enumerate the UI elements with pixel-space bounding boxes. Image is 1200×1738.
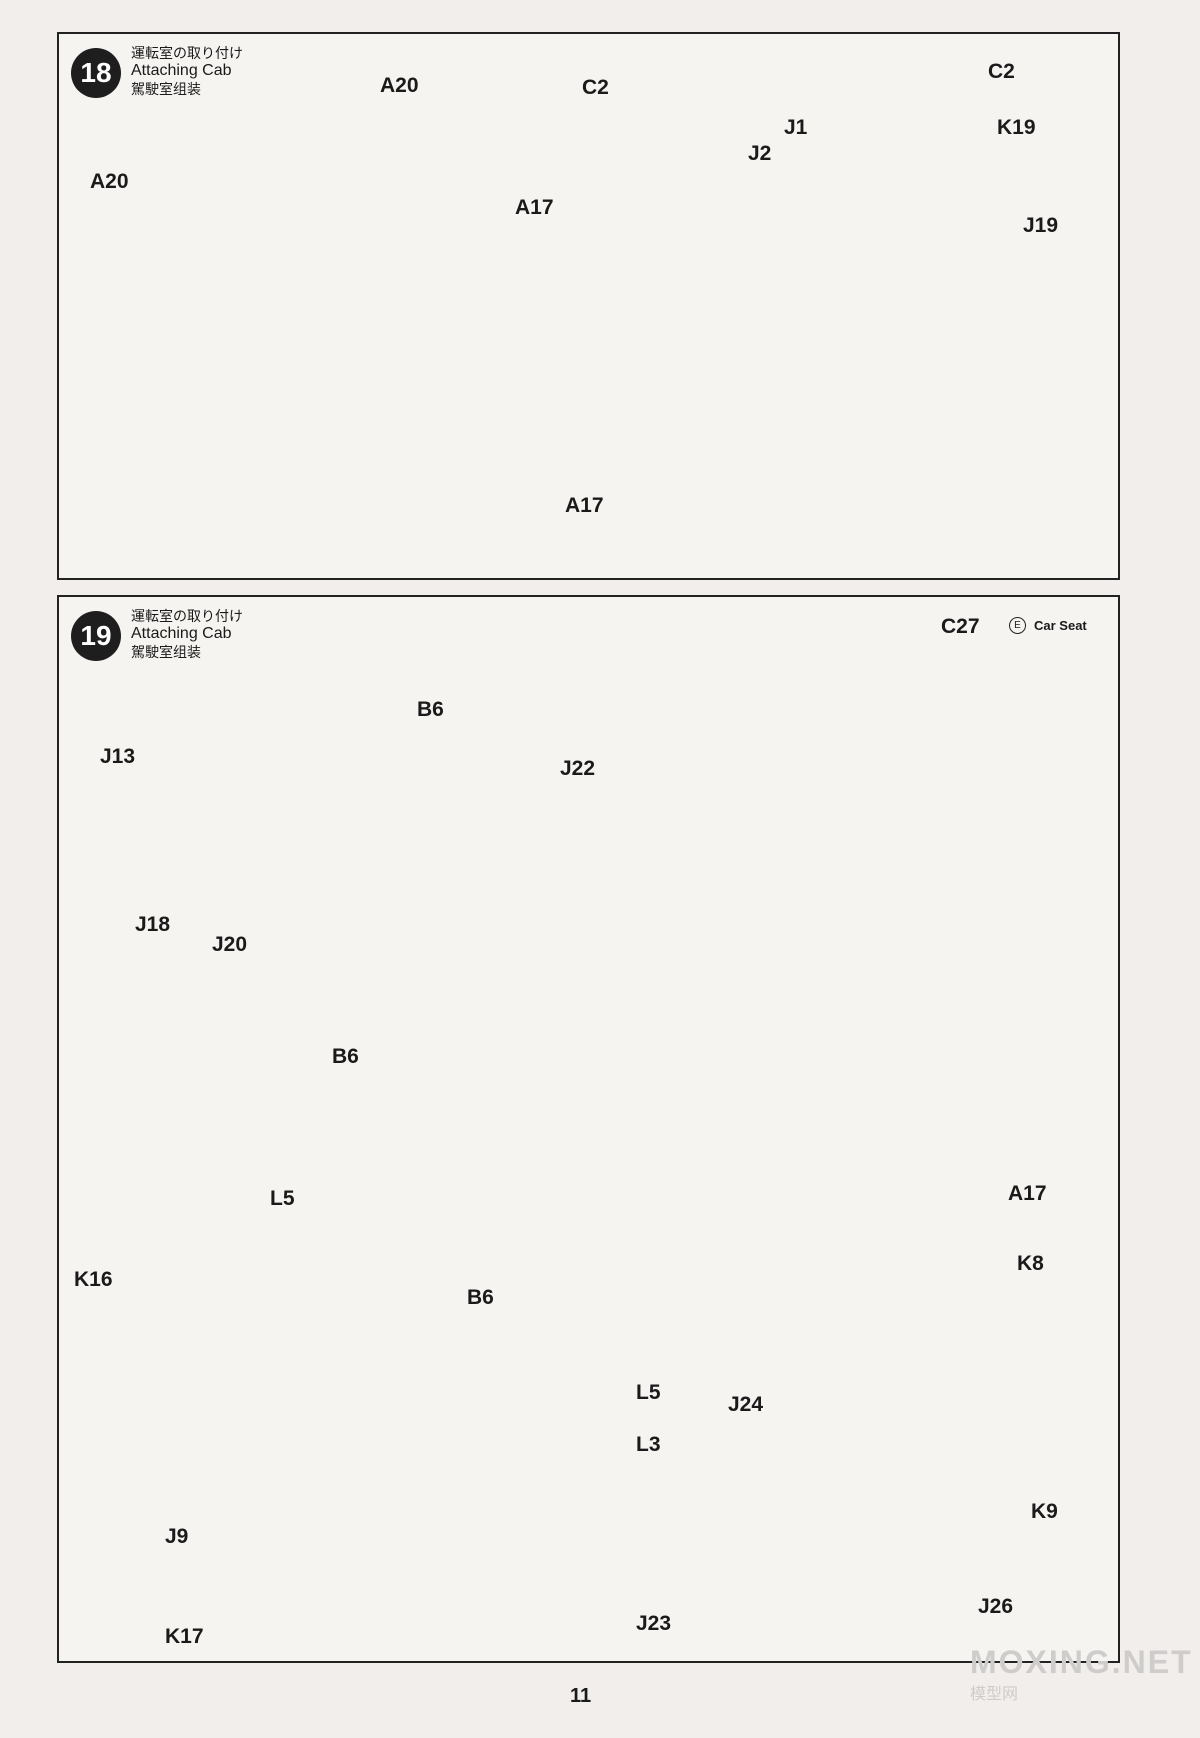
label-c2-left: C2: [582, 76, 609, 99]
label-a17: A17: [1008, 1182, 1047, 1205]
label-l5-right: L5: [636, 1381, 661, 1404]
page-number: 11: [570, 1685, 592, 1707]
legend-text: Car Seat: [1034, 618, 1087, 633]
label-l3: L3: [636, 1433, 661, 1456]
label-b6-bottom: B6: [467, 1286, 494, 1309]
label-k9: K9: [1031, 1500, 1058, 1523]
label-j23: J23: [636, 1612, 672, 1635]
step-18-number: 18: [71, 48, 121, 98]
watermark: MOXING.NET: [970, 1644, 1193, 1680]
step-18-panel: 18 運転室の取り付け Attaching Cab 駕駛室组装: [57, 32, 1120, 580]
step-19-number: 19: [71, 611, 121, 661]
step-19-title-en: Attaching Cab: [131, 625, 232, 642]
label-j13: J13: [100, 745, 136, 768]
label-c27: C27: [941, 615, 980, 638]
step-19-title-cn: 駕駛室组装: [131, 644, 201, 660]
label-j18: J18: [135, 913, 171, 936]
label-l5-left: L5: [270, 1187, 295, 1210]
label-j2: J2: [748, 142, 772, 165]
label-k8: K8: [1017, 1252, 1044, 1275]
label-j22: J22: [560, 757, 596, 780]
label-j1: J1: [784, 116, 808, 139]
label-j20: J20: [212, 933, 248, 956]
legend-mark: E: [1009, 617, 1026, 634]
label-a17-right: A17: [565, 494, 604, 517]
step-18-title-en: Attaching Cab: [131, 62, 232, 79]
label-k17: K17: [165, 1625, 204, 1648]
label-j19: J19: [1023, 214, 1059, 237]
label-k16: K16: [74, 1268, 113, 1291]
step-18-title: 運転室の取り付け Attaching Cab 駕駛室组装: [131, 44, 243, 98]
step-19-title: 運転室の取り付け Attaching Cab 駕駛室组装: [131, 607, 243, 661]
label-a20-left: A20: [90, 170, 129, 193]
label-b6-mid: B6: [332, 1045, 359, 1068]
step-18-title-cn: 駕駛室组装: [131, 81, 201, 97]
label-j24: J24: [728, 1393, 764, 1416]
step-19-title-jp: 運転室の取り付け: [131, 608, 243, 624]
step-19-panel: 19 運転室の取り付け Attaching Cab 駕駛室组装 E Car Se…: [57, 595, 1120, 1663]
label-a20-right: A20: [380, 74, 419, 97]
label-b6-top: B6: [417, 698, 444, 721]
label-j26: J26: [978, 1595, 1014, 1618]
watermark-sub: 模型网: [970, 1686, 1019, 1703]
label-c2-right: C2: [988, 60, 1015, 83]
label-j9: J9: [165, 1525, 189, 1548]
legend-car-seat: E Car Seat: [1009, 617, 1087, 634]
step-18-title-jp: 運転室の取り付け: [131, 45, 243, 61]
label-a17-left: A17: [515, 196, 554, 219]
label-k19: K19: [997, 116, 1036, 139]
